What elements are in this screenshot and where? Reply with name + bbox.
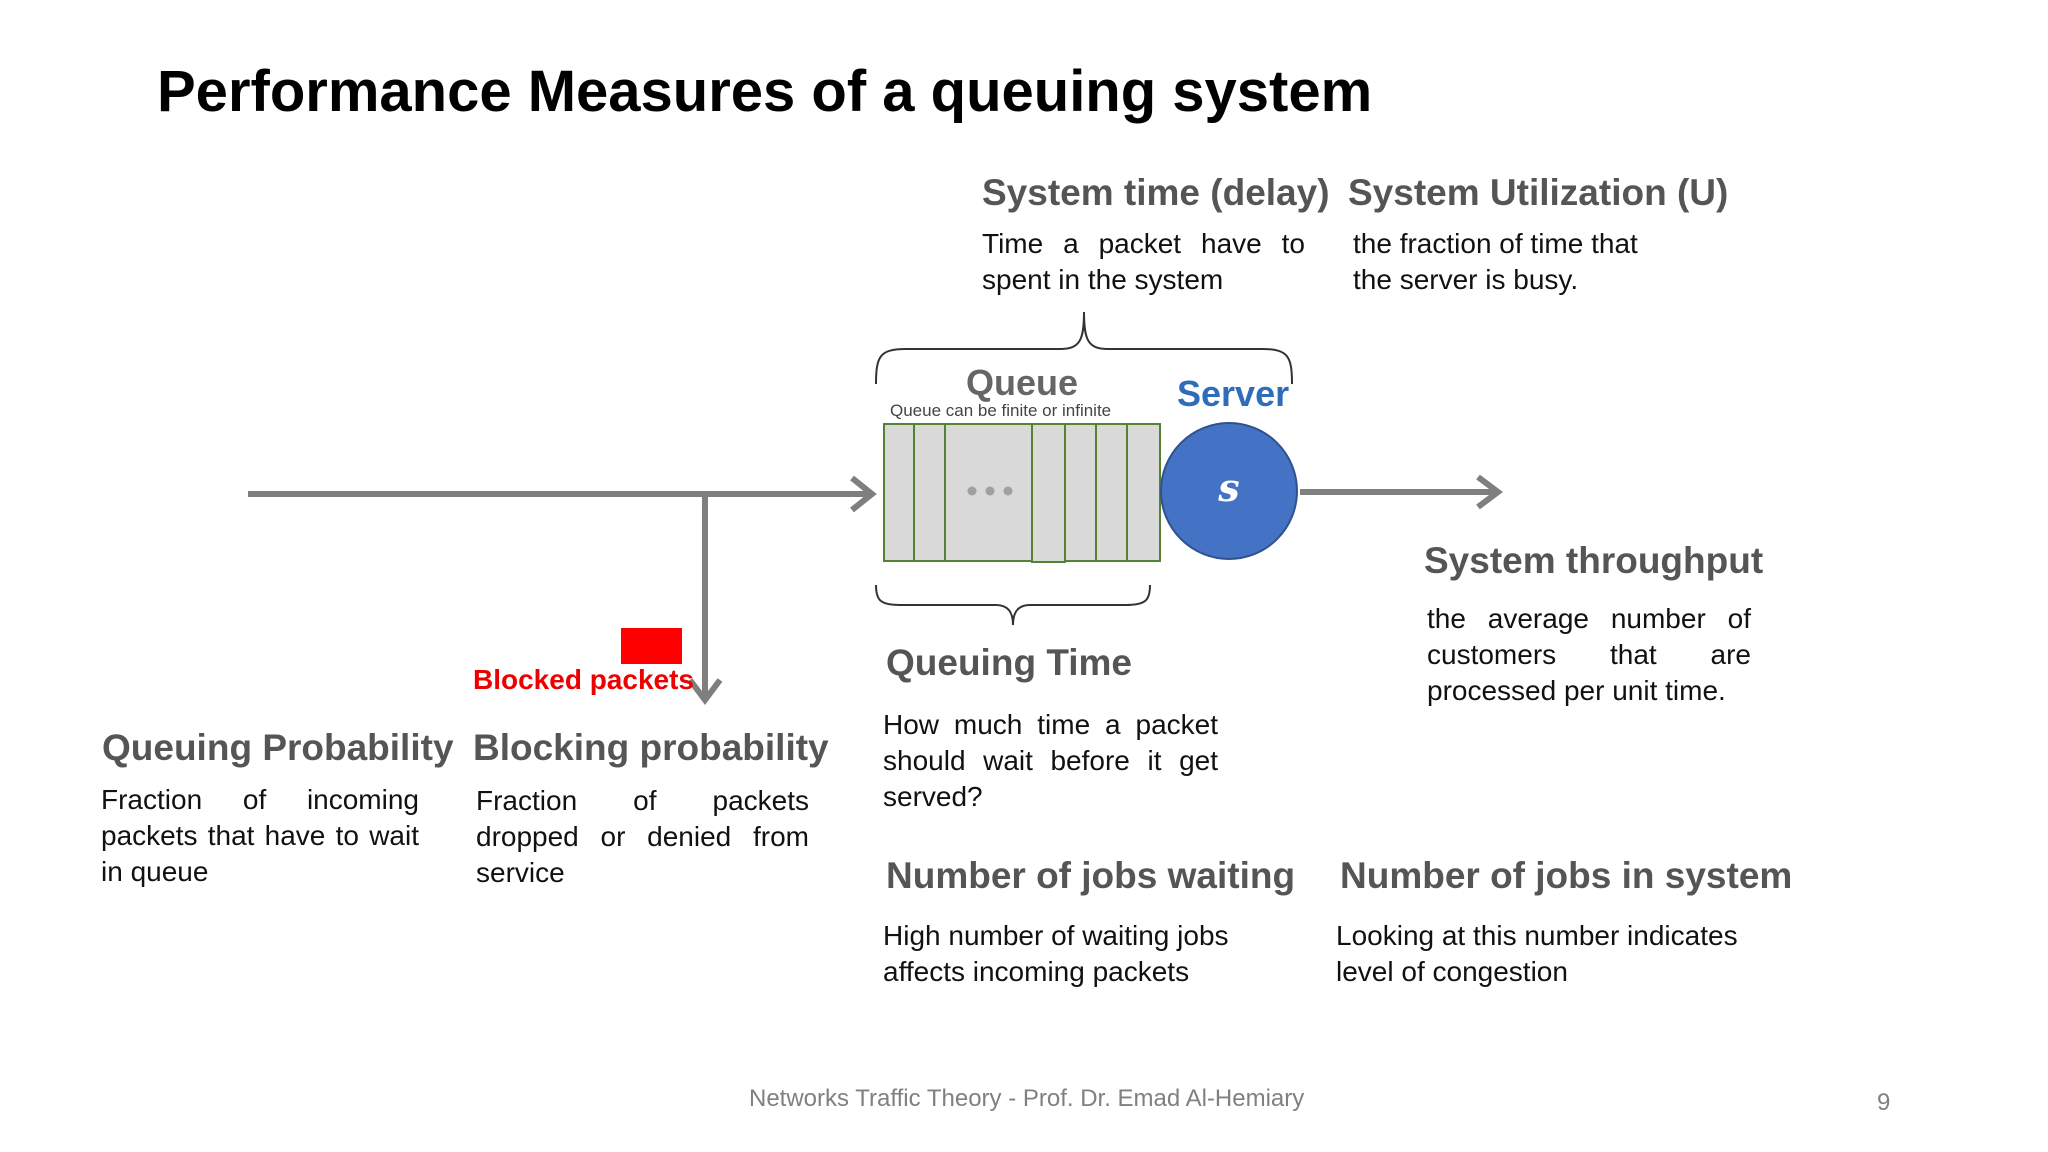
- throughput-line: customers that are: [1427, 639, 1751, 670]
- queuing-time-line: How much time a packet: [883, 709, 1218, 740]
- system-time-text: Time a packet have to spent in the syste…: [982, 226, 1305, 298]
- ellipsis-dot: [1003, 486, 1013, 496]
- system-time-line: spent in the system: [982, 264, 1224, 295]
- queue-buffer: [883, 423, 1161, 563]
- server-label: Server: [1177, 373, 1290, 414]
- queuing-time-heading: Queuing Time: [886, 642, 1133, 683]
- queue-cell: [913, 423, 946, 562]
- system-brace: [875, 311, 1293, 385]
- throughput-line: processed per unit time.: [1427, 675, 1726, 706]
- jobs-waiting-line: High number of waiting jobs: [883, 920, 1229, 951]
- blocking-probability-line: dropped or denied from: [476, 821, 809, 852]
- footer-text: Networks Traffic Theory - Prof. Dr. Emad…: [749, 1085, 1305, 1112]
- jobs-in-system-line: level of congestion: [1336, 956, 1568, 987]
- jobs-in-system-line: Looking at this number indicates: [1336, 920, 1738, 951]
- slide-title: Performance Measures of a queuing system: [157, 59, 1373, 124]
- queuing-time-line: served?: [883, 781, 983, 812]
- blocked-arrow-head: [687, 678, 723, 705]
- jobs-in-system-heading: Number of jobs in system: [1340, 855, 1793, 896]
- utilization-line: the server is busy.: [1353, 264, 1579, 295]
- page-number: 9: [1877, 1089, 1891, 1116]
- queuing-probability-text: Fraction of incoming packets that have t…: [101, 782, 419, 890]
- blocked-packet: [621, 628, 682, 664]
- jobs-waiting-heading: Number of jobs waiting: [886, 855, 1296, 896]
- system-time-line: Time a packet have to: [982, 228, 1305, 259]
- blocking-probability-heading: Blocking probability: [473, 727, 829, 768]
- queue-cell: [1031, 423, 1066, 563]
- utilization-heading: System Utilization (U): [1348, 172, 1729, 213]
- ellipsis-dot: [985, 486, 995, 496]
- jobs-in-system-text: Looking at this number indicates level o…: [1336, 918, 1738, 990]
- queue-label: Queue: [966, 362, 1079, 403]
- blocking-probability-text: Fraction of packets dropped or denied fr…: [476, 783, 809, 891]
- ellipsis-dot: [967, 486, 977, 496]
- queuing-time-text: How much time a packet should wait befor…: [883, 707, 1218, 815]
- blocking-probability-line: service: [476, 857, 565, 888]
- queue-note: Queue can be finite or infinite: [890, 401, 1112, 420]
- queuing-time-line: should wait before it get: [883, 745, 1218, 776]
- throughput-text: the average number of customers that are…: [1427, 601, 1751, 709]
- jobs-waiting-line: affects incoming packets: [883, 956, 1190, 987]
- queue-cell: [1064, 423, 1097, 562]
- input-arrow-head: [850, 475, 877, 513]
- server-symbol: s: [1217, 465, 1239, 510]
- output-arrow-head: [1476, 474, 1503, 510]
- throughput-heading: System throughput: [1424, 540, 1764, 581]
- server-circle: [1160, 422, 1298, 560]
- queuing-probability-heading: Queuing Probability: [102, 727, 454, 768]
- queue-brace: [875, 584, 1151, 626]
- throughput-line: the average number of: [1427, 603, 1751, 634]
- queuing-probability-line: Fraction of incoming: [101, 784, 419, 815]
- jobs-waiting-text: High number of waiting jobs affects inco…: [883, 918, 1229, 990]
- system-time-heading: System time (delay): [982, 172, 1330, 213]
- queue-cell: [1126, 423, 1161, 562]
- queuing-probability-line: packets that have to wait: [101, 820, 419, 851]
- queue-gap: [944, 423, 1033, 562]
- queue-cell: [883, 423, 915, 562]
- utilization-line: the fraction of time that: [1353, 228, 1638, 259]
- queue-cell: [1095, 423, 1128, 562]
- blocking-probability-line: Fraction of packets: [476, 785, 809, 816]
- queuing-probability-line: in queue: [101, 856, 209, 887]
- utilization-text: the fraction of time that the server is …: [1353, 226, 1638, 298]
- blocked-packets-label: Blocked packets: [473, 664, 694, 695]
